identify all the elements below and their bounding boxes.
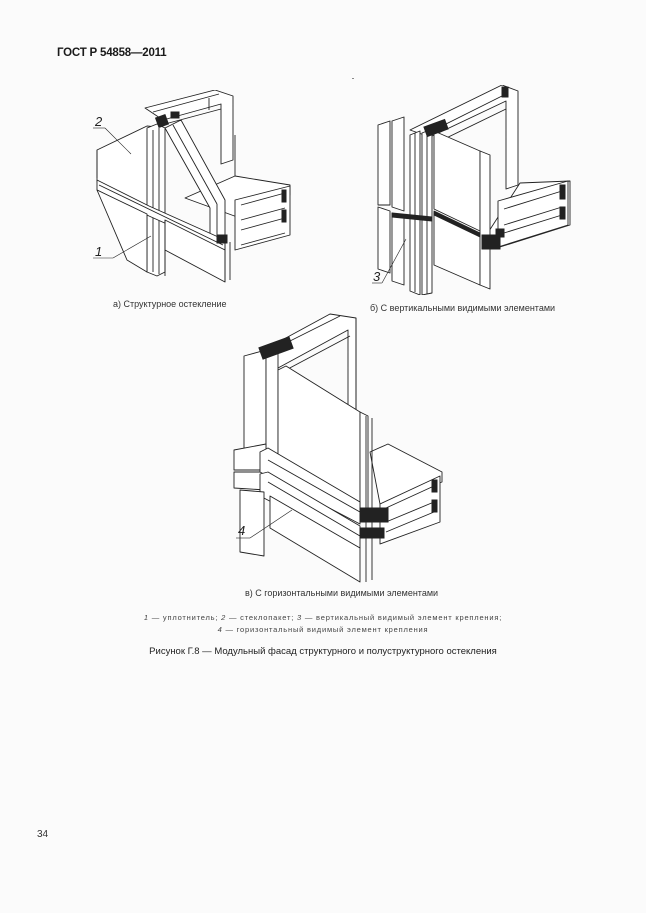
figure-b-vertical-elements: 3 — [370, 85, 575, 295]
caption-figure-a: а) Структурное остекление — [113, 299, 227, 309]
figure-a-structural-glazing: 2 1 — [85, 90, 300, 290]
document-header: ГОСТ Р 54858—2011 — [57, 47, 167, 59]
legend-text-1: — уплотнитель; — [151, 613, 219, 622]
legend-line-1: 1 — уплотнитель; 2 — стеклопакет; 3 — ве… — [0, 611, 646, 624]
legend-num-3: 3 — [296, 613, 302, 622]
caption-figure-b: б) С вертикальными видимыми элементами — [370, 303, 556, 313]
callout-3: 3 — [373, 269, 381, 284]
callout-4: 4 — [238, 523, 246, 538]
figure-v-horizontal-elements: 4 — [230, 312, 445, 587]
scan-artifact — [352, 78, 354, 79]
legend-num-2: 2 — [221, 613, 227, 622]
legend-line-2: 4 — горизонтальный видимый элемент крепл… — [0, 623, 646, 636]
legend-text-3: — вертикальный видимый элемент крепления… — [304, 613, 503, 622]
page-number: 34 — [37, 829, 49, 840]
facade-drawing-a — [93, 90, 291, 283]
callout-1: 1 — [95, 244, 103, 259]
legend-num-1: 1 — [143, 613, 149, 622]
facade-drawing-v — [233, 313, 443, 583]
callout-2: 2 — [95, 114, 103, 129]
legend-num-4: 4 — [217, 625, 223, 634]
legend-text-4: — горизонтальный видимый элемент креплен… — [225, 625, 429, 634]
caption-figure-v: в) С горизонтальными видимыми элементами — [245, 588, 439, 598]
figure-title: Рисунок Г.8 — Модульный фасад структурно… — [149, 646, 497, 657]
facade-drawing-b — [372, 85, 571, 295]
legend-text-2: — стеклопакет; — [228, 613, 295, 622]
